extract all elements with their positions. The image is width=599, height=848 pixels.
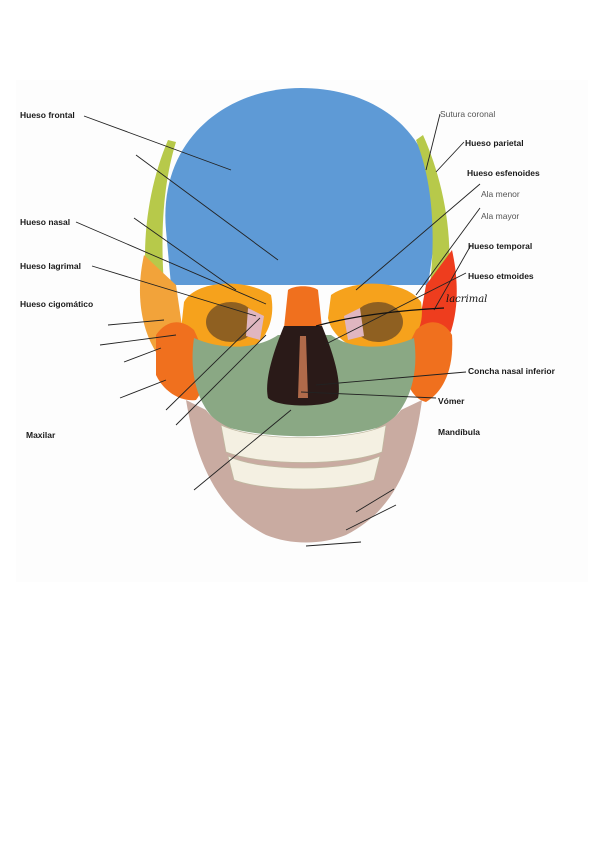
leader-lines-left bbox=[75, 115, 292, 491]
skull-illustration bbox=[16, 80, 588, 582]
label-hueso-lagrimal: Hueso lagrimal bbox=[20, 261, 81, 271]
parietal-left bbox=[145, 140, 176, 285]
skull-diagram: Hueso frontal Hueso nasal Hueso lagrimal… bbox=[16, 80, 588, 582]
label-hueso-parietal: Hueso parietal bbox=[465, 138, 524, 148]
label-hueso-nasal: Hueso nasal bbox=[20, 217, 71, 227]
leader-lines-right bbox=[300, 113, 481, 547]
label-concha-nasal-inferior: Concha nasal inferior bbox=[468, 366, 555, 376]
frontal-bone bbox=[165, 88, 437, 285]
label-hueso-temporal: Hueso temporal bbox=[468, 241, 533, 251]
label-ala-menor: Ala menor bbox=[481, 189, 520, 199]
label-mandibula: Mandíbula bbox=[438, 427, 481, 437]
label-hueso-frontal: Hueso frontal bbox=[20, 110, 75, 120]
upper-teeth bbox=[220, 424, 387, 463]
parietal-right bbox=[416, 135, 450, 285]
label-hueso-cigomatico: Hueso cigomático bbox=[20, 299, 94, 309]
label-hueso-etmoides: Hueso etmoides bbox=[468, 271, 534, 281]
label-sutura-coronal: Sutura coronal bbox=[440, 109, 496, 119]
label-ala-mayor: Ala mayor bbox=[481, 211, 520, 221]
lower-teeth bbox=[227, 455, 381, 490]
label-maxilar: Maxilar bbox=[26, 430, 56, 440]
nasal-bone bbox=[284, 286, 322, 328]
handwritten-note: lacrimal bbox=[446, 294, 488, 305]
zygomatic-left bbox=[156, 322, 206, 401]
handwritten-arrow bbox=[315, 307, 445, 327]
vomer bbox=[298, 336, 308, 398]
label-vomer: Vómer bbox=[438, 396, 465, 406]
ethmoid-left bbox=[246, 308, 264, 340]
label-hueso-esfenoides: Hueso esfenoides bbox=[467, 168, 540, 178]
zygomatic-right bbox=[404, 322, 453, 402]
